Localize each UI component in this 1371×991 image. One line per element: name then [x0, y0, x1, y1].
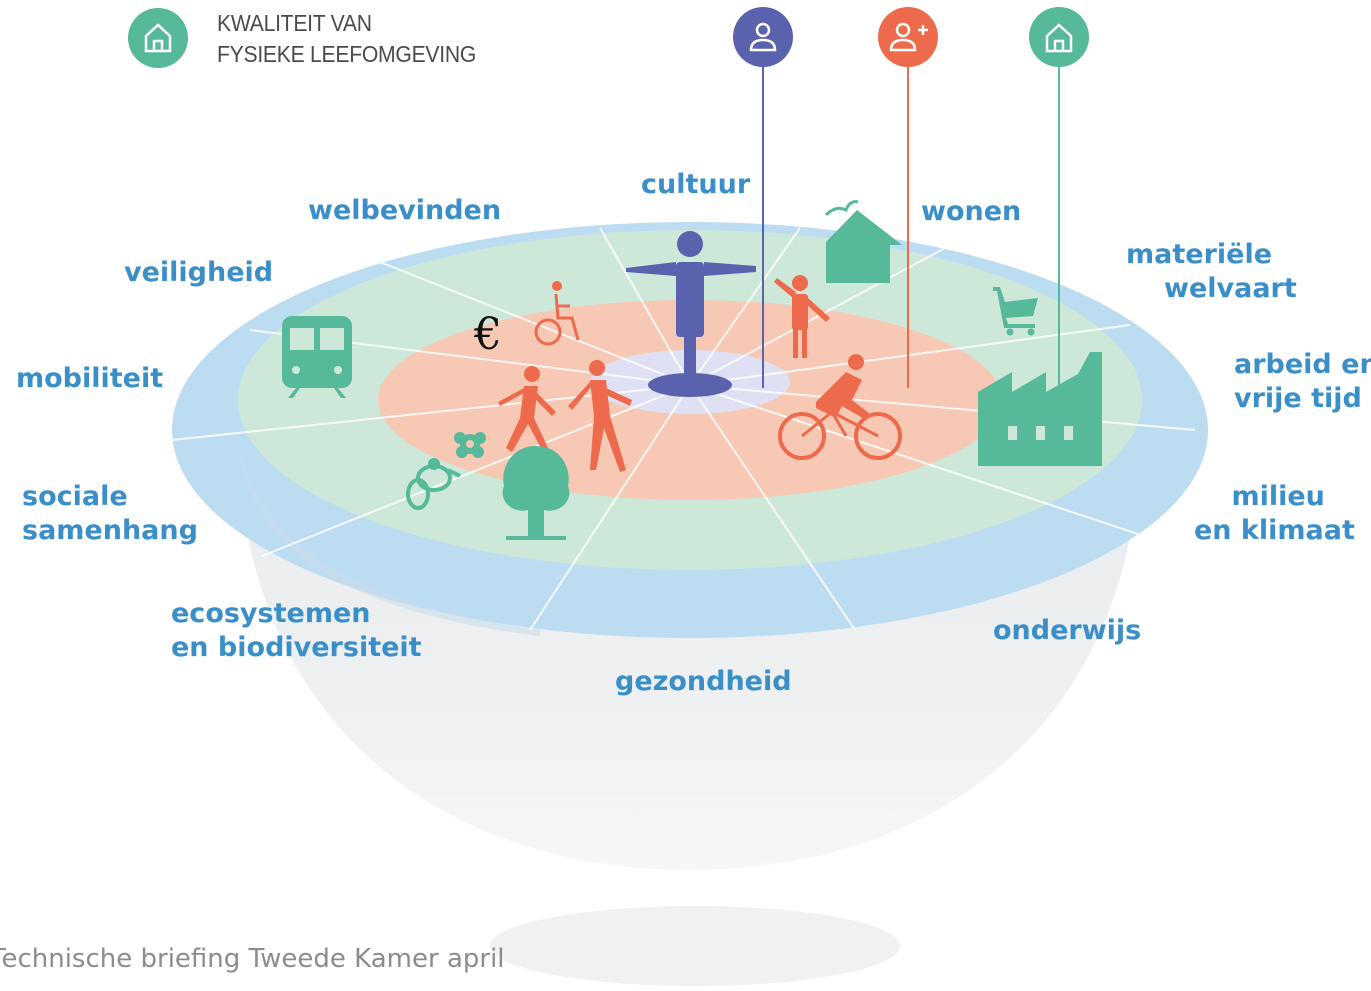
label-milieu-klimaat: milieu en klimaat	[1194, 481, 1355, 546]
bowl-shadow	[490, 906, 900, 986]
home-icon	[1045, 23, 1073, 53]
label-wonen: wonen	[921, 196, 1022, 227]
pin-person	[733, 7, 793, 67]
flower-icon	[454, 432, 486, 458]
legend-home-badge	[128, 8, 188, 68]
label-gezondheid: gezondheid	[615, 666, 792, 697]
sector-lines	[171, 227, 1196, 631]
waving-person-icon	[774, 275, 830, 358]
legend-title: KWALITEIT VAN FYSIEKE LEEFOMGEVING	[217, 8, 476, 70]
wheelchair-icon	[534, 281, 580, 346]
label-ecosystemen-biodiversiteit: ecosystemen en biodiversiteit	[171, 598, 422, 663]
label-cultuur: cultuur	[641, 169, 751, 200]
label-materiele-welvaart: materiële welvaart	[1126, 239, 1297, 304]
train-icon	[282, 316, 352, 398]
person-icon	[749, 22, 777, 52]
bee-icon	[406, 458, 461, 510]
label-mobiliteit: mobiliteit	[16, 363, 164, 394]
cyclist-icon	[778, 354, 902, 460]
label-onderwijs: onderwijs	[993, 615, 1142, 646]
shopping-cart-icon	[993, 287, 1038, 336]
legend-title-line: FYSIEKE LEEFOMGEVING	[217, 41, 477, 67]
legend-title-line: KWALITEIT VAN	[217, 10, 372, 36]
footer-text: Technische briefing Tweede Kamer april	[0, 944, 505, 974]
house-icon	[824, 200, 902, 283]
label-veiligheid: veiligheid	[124, 257, 274, 288]
walking-person-icon	[568, 360, 632, 472]
central-person-figure	[626, 231, 756, 397]
home-icon	[144, 23, 172, 53]
pin-add-person	[878, 7, 938, 67]
tree-icon	[502, 446, 570, 540]
label-welbevinden: welbevinden	[308, 195, 502, 226]
walking-person-icon	[498, 366, 556, 452]
euro-symbol: €	[474, 309, 502, 360]
label-sociale-samenhang: sociale samenhang	[22, 481, 198, 546]
factory-icon	[978, 352, 1102, 466]
add-person-icon	[889, 22, 928, 52]
label-arbeid-vrije-tijd: arbeid en vrije tijd	[1234, 349, 1371, 414]
pin-home	[1029, 7, 1089, 67]
bowl-rim-edge	[238, 430, 540, 636]
